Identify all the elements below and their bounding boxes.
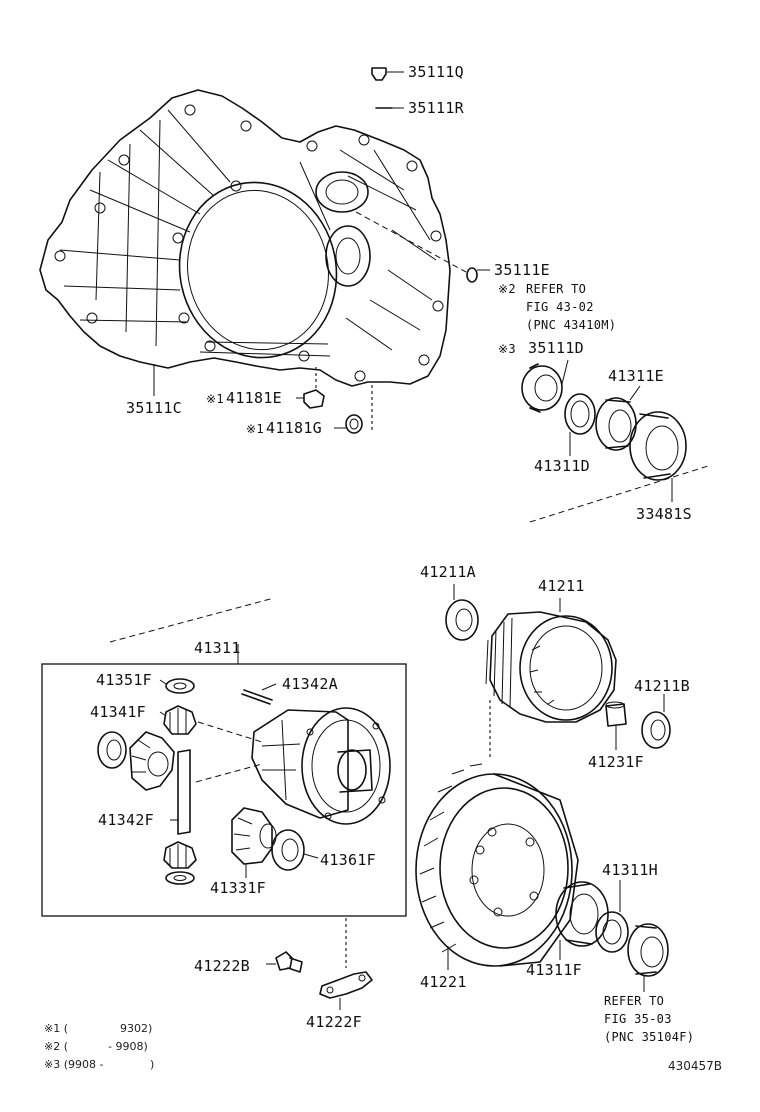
label-35111q: 35111Q [408, 63, 464, 81]
gasket-41181g-drawing [334, 384, 373, 434]
mark-41181g: ※1 [246, 422, 264, 436]
label-35111d: 35111D [528, 339, 584, 357]
label-41211a: 41211A [420, 563, 476, 581]
ref35-line2: FIG 35-03 [604, 1012, 672, 1026]
note-1-mark: ※1 ( [44, 1022, 69, 1035]
label-41331f: 41331F [210, 879, 266, 897]
label-41211b: 41211B [634, 677, 690, 695]
label-41311e: 41311E [608, 367, 664, 385]
label-33481s: 33481S [636, 505, 692, 523]
label-35111c: 35111C [126, 399, 182, 417]
lock-plate-41222f-drawing [319, 971, 373, 1010]
note-2-date: - 9908) [108, 1040, 148, 1053]
plug-35111q-drawing [371, 67, 404, 81]
differential-case-group [41, 597, 407, 917]
label-41222f: 41222F [306, 1013, 362, 1031]
label-41311d: 41311D [534, 457, 590, 475]
label-41231f: 41231F [588, 753, 644, 771]
label-41181g: 41181G [266, 419, 322, 437]
note-2-mark: ※2 ( [44, 1040, 69, 1053]
ring-gear-group [415, 763, 669, 992]
ring-35111e-drawing [355, 211, 490, 283]
label-41311: 41311 [194, 639, 241, 657]
label-41221: 41221 [420, 973, 467, 991]
note-3-close: ) [150, 1058, 155, 1071]
label-41211: 41211 [538, 577, 585, 595]
label-41311h: 41311H [602, 861, 658, 879]
right-bearing-stack-drawing [521, 359, 709, 523]
ref2-line3: (PNC 43410M) [526, 318, 617, 332]
ref2-mark: ※2 [498, 282, 516, 296]
label-41311f: 41311F [526, 961, 582, 979]
label-41341f: 41341F [90, 703, 146, 721]
label-41342a: 41342A [282, 675, 338, 693]
note-3-mark: ※3 (9908 - [44, 1058, 104, 1071]
label-41181e: 41181E [226, 389, 282, 407]
speedometer-gear-group [445, 584, 671, 760]
ref35-line1: REFER TO [604, 994, 665, 1008]
ref2-line1: REFER TO [526, 282, 587, 296]
plug-41181e-drawing [296, 366, 325, 409]
label-41342f: 41342F [98, 811, 154, 829]
note-1-date: 9302) [120, 1022, 153, 1035]
transaxle-housing-drawing [39, 89, 451, 387]
label-41222b: 41222B [194, 957, 250, 975]
figure-id: 430457B [668, 1059, 723, 1073]
differential-box-outline [41, 663, 407, 917]
label-35111r: 35111R [408, 99, 464, 117]
bolt-41222b-drawing [266, 951, 303, 973]
label-41361f: 41361F [320, 851, 376, 869]
ref35-line3: (PNC 35104F) [604, 1030, 695, 1044]
ref3-mark: ※3 [498, 342, 516, 356]
ref2-line2: FIG 43-02 [526, 300, 594, 314]
label-41351f: 41351F [96, 671, 152, 689]
mark-41181e: ※1 [206, 392, 224, 406]
label-35111e: 35111E [494, 261, 550, 279]
